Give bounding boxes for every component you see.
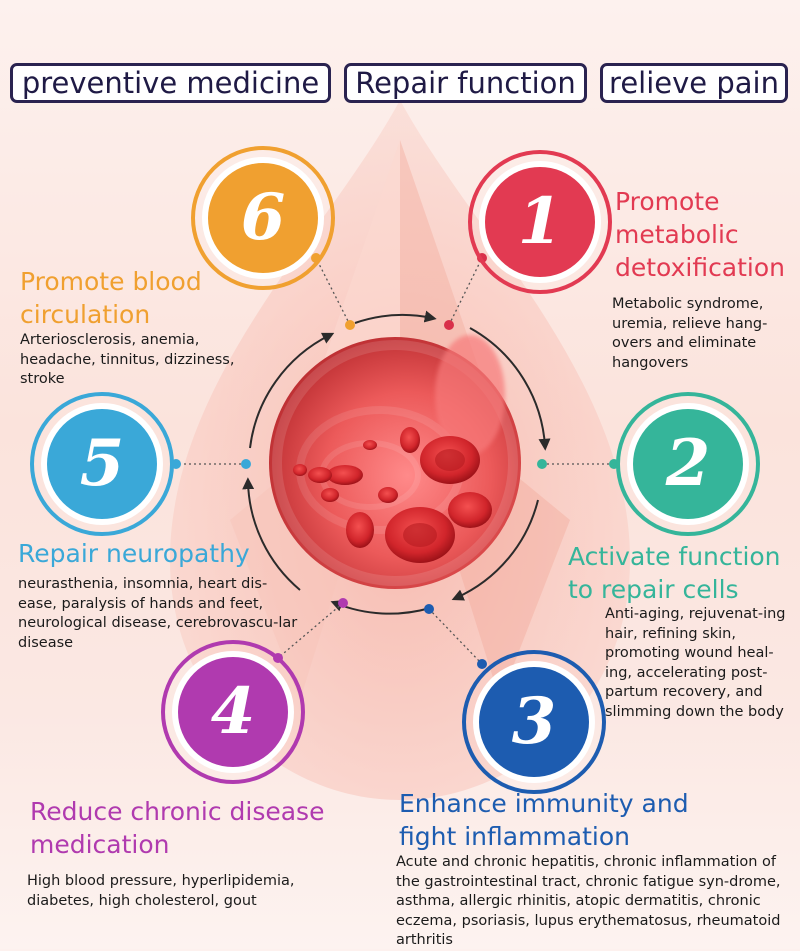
- connector-lines: [176, 257, 614, 665]
- number-badge-3: 3: [459, 647, 609, 797]
- pill-preventive-medicine: preventive medicine: [10, 63, 331, 103]
- item-2-description: Anti-aging, rejuvenat-ing hair, refining…: [605, 606, 786, 720]
- number-badge-6: 6: [188, 143, 338, 293]
- item-5-description: neurasthenia, insomnia, heart dis-ease, …: [18, 576, 298, 651]
- number-badge-5: 5: [27, 389, 177, 539]
- item-4-description: High blood pressure, hyperlipidemia, dia…: [27, 873, 295, 909]
- pill-repair-function: Repair function: [344, 63, 587, 103]
- number-badge-2: 2: [613, 389, 763, 539]
- badge-number: 6: [240, 180, 286, 255]
- item-4-title: Reduce chronic disease medication: [30, 797, 325, 859]
- badge-number: 2: [665, 426, 711, 501]
- item-3-description: Acute and chronic hepatitis, chronic inf…: [396, 854, 781, 948]
- number-badge-1: 1: [465, 147, 615, 297]
- item-1-title: Promote metabolic detoxification: [615, 187, 786, 282]
- connector-dots: [171, 253, 619, 669]
- item-6-title: Promote blood circulation: [20, 267, 202, 329]
- badge-number: 4: [210, 674, 256, 749]
- item-5-title: Repair neuropathy: [18, 539, 250, 568]
- item-6-description: Arteriosclerosis, anemia, headache, tinn…: [20, 332, 235, 387]
- badge-number: 5: [79, 426, 125, 501]
- item-1-description: Metabolic syndrome, uremia, relieve hang…: [612, 296, 768, 371]
- badge-number: 3: [511, 684, 557, 759]
- item-3-title: Enhance immunity and fight inflammation: [399, 789, 689, 851]
- item-2-title: Activate function to repair cells: [568, 542, 781, 604]
- pill-relieve-pain: relieve pain: [600, 63, 788, 103]
- badge-number: 1: [517, 184, 563, 259]
- blood-vessel-illustration: [269, 335, 521, 589]
- number-badge-4: 4: [158, 637, 308, 787]
